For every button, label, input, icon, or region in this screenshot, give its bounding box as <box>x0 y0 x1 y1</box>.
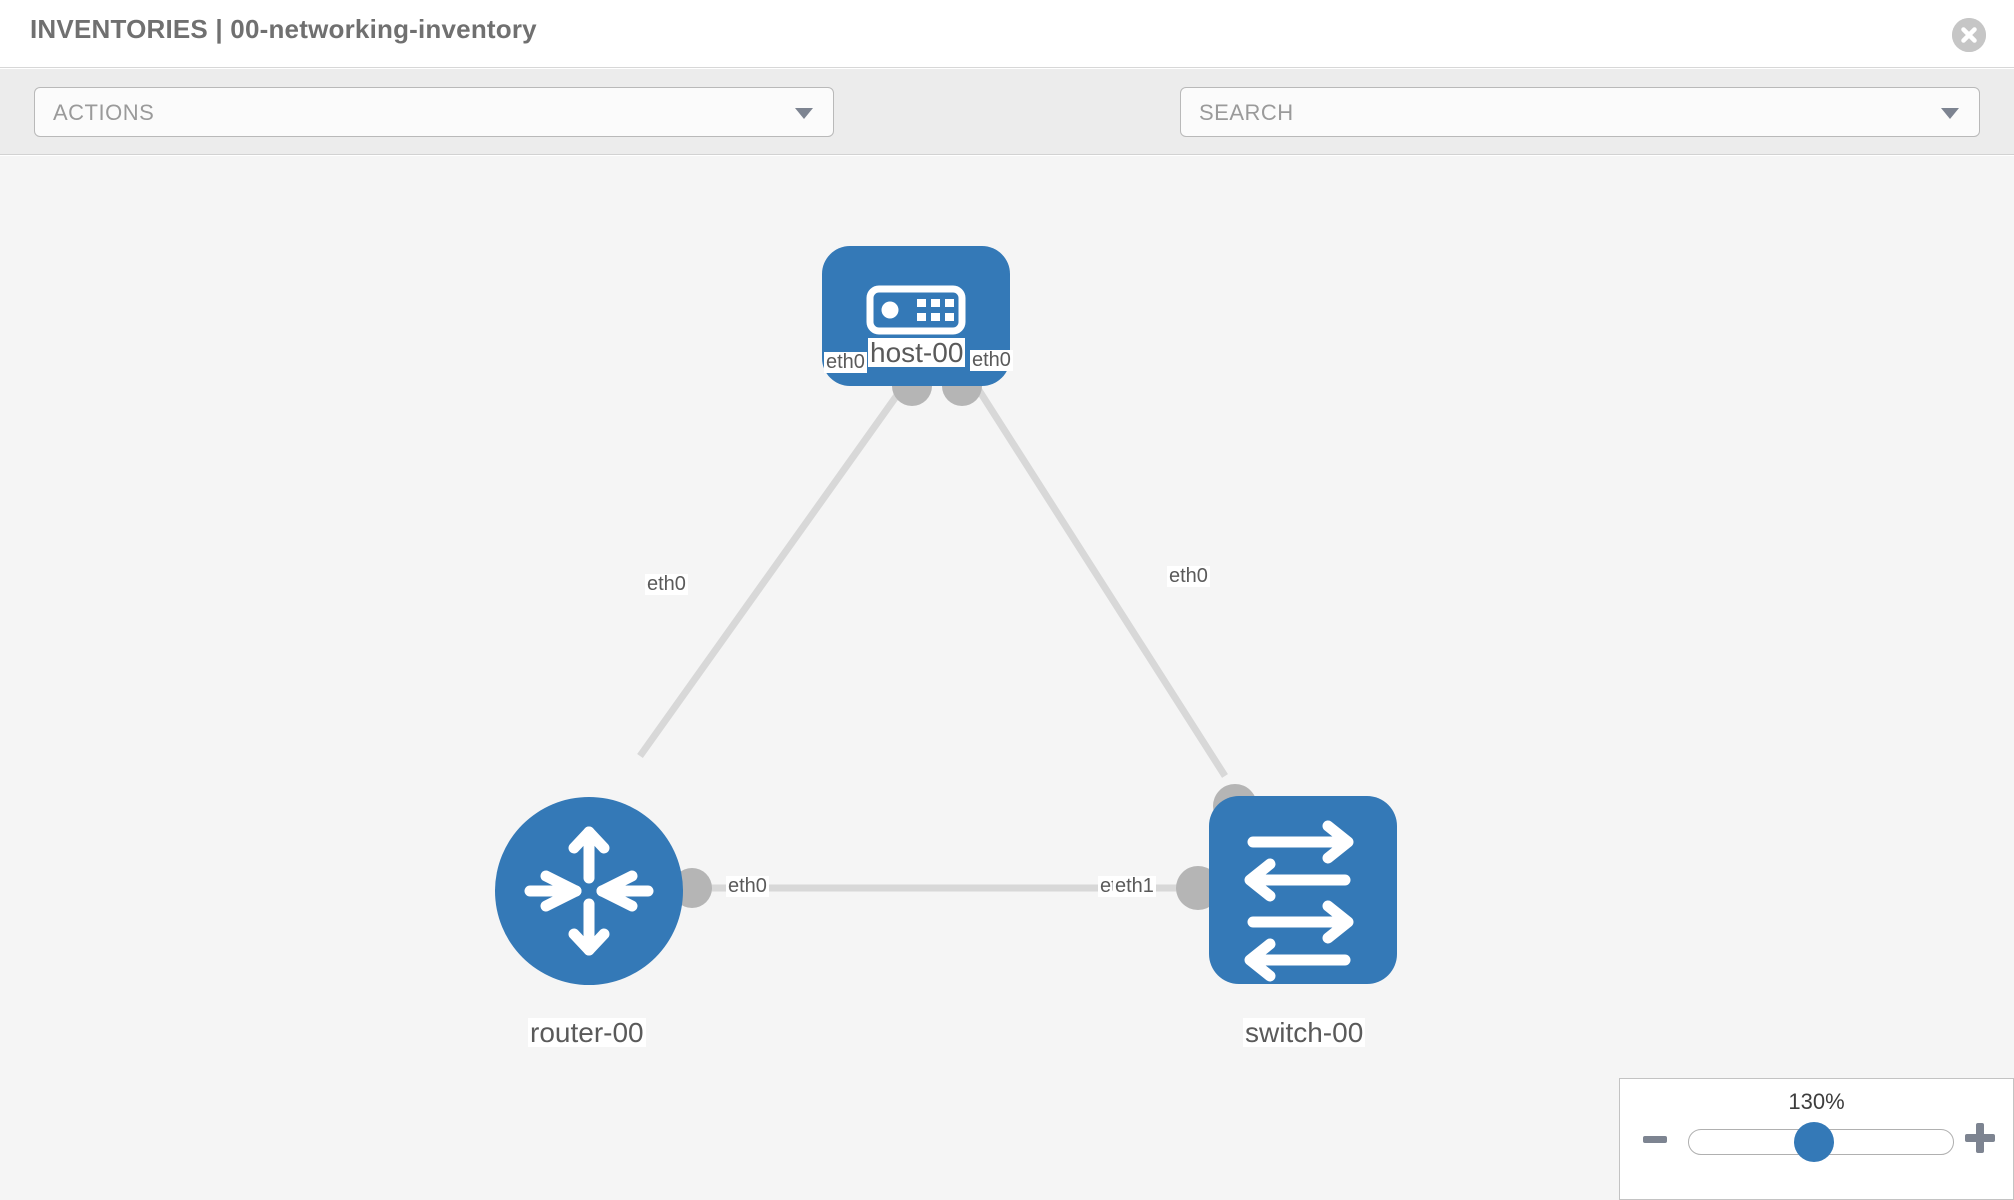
topology-graph <box>495 246 1397 985</box>
edge-label-router00-switch00-to: eth1 <box>1113 875 1156 897</box>
page-title: INVENTORIES | 00-networking-inventory <box>30 14 537 44</box>
zoom-in-button[interactable] <box>1961 1119 1999 1162</box>
topology-links <box>637 381 1228 892</box>
toolbar: ACTIONS SEARCH <box>0 69 2014 196</box>
server-icon <box>866 285 966 335</box>
link-host00-router00[interactable] <box>637 381 908 759</box>
search-input[interactable]: SEARCH <box>1180 87 1980 137</box>
topology-canvas[interactable]: eth0 host-00 eth0 eth0 eth0 eth0 eth eth… <box>0 156 2014 1200</box>
topology-connectors <box>672 366 1257 910</box>
zoom-out-button[interactable] <box>1642 1127 1668 1158</box>
node-switch-00[interactable] <box>1209 796 1397 984</box>
link-host00-switch00[interactable] <box>972 382 1228 778</box>
plus-icon <box>1965 1123 1995 1153</box>
search-placeholder: SEARCH <box>1199 100 1294 125</box>
node-label-host-00: host-00 <box>868 337 966 368</box>
minus-icon <box>1643 1136 1667 1143</box>
zoom-control-panel: 130% <box>1619 1078 2014 1200</box>
edge-label-host00-router00-from: eth0 <box>824 351 867 373</box>
close-button[interactable] <box>1952 18 1986 52</box>
edge-label-host00-router00-to: eth0 <box>645 573 688 595</box>
chevron-down-icon <box>1941 108 1959 119</box>
router-arrows-icon <box>524 826 654 956</box>
chevron-down-icon <box>795 108 813 119</box>
switch-arrows-icon <box>1244 820 1354 982</box>
edge-label-host00-switch00-to: eth0 <box>1167 565 1210 587</box>
actions-dropdown[interactable]: ACTIONS <box>34 87 834 137</box>
node-router-00[interactable] <box>495 797 683 985</box>
edge-label-router00-switch00-from: eth0 <box>726 875 769 897</box>
zoom-level-value: 130% <box>1788 1089 1845 1114</box>
node-label-router-00: router-00 <box>528 1017 646 1048</box>
edge-label-host00-switch00-from: eth0 <box>970 349 1013 371</box>
page-header: INVENTORIES | 00-networking-inventory <box>0 0 2014 68</box>
close-icon <box>1952 18 1986 52</box>
node-label-switch-00: switch-00 <box>1243 1017 1366 1048</box>
actions-dropdown-label: ACTIONS <box>53 100 155 125</box>
zoom-slider-thumb[interactable] <box>1794 1122 1834 1162</box>
